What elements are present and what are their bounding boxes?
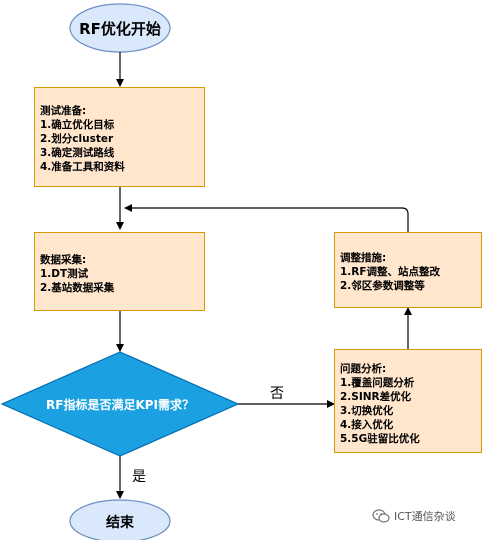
analysis-line: 2.SINR差优化 [340, 391, 412, 403]
watermark-text: ICT通信杂谈 [394, 510, 456, 523]
end-label: 结束 [106, 515, 134, 531]
prep-line: 4.准备工具和资料 [40, 161, 125, 173]
collect-line: 2.基站数据采集 [40, 282, 115, 294]
analysis-line: 1.覆盖问题分析 [340, 377, 415, 389]
arrow-adjust-to-loop [124, 204, 409, 232]
prep-line: 3.确定测试路线 [40, 147, 115, 159]
yes-label: 是 [132, 469, 146, 485]
adjust-line: 2.邻区参数调整等 [340, 280, 425, 292]
adjust-title: 调整措施: [340, 252, 387, 264]
analysis-line: 4.接入优化 [340, 419, 394, 431]
collect-line: 1.DT测试 [40, 268, 89, 280]
adjust-line: 1.RF调整、站点整改 [340, 266, 441, 278]
wechat-icon [372, 509, 390, 523]
collect-box: 数据采集: 1.DT测试 2.基站数据采集 [34, 232, 205, 311]
analysis-line: 5.5G驻留比优化 [340, 433, 420, 445]
collect-title: 数据采集: [40, 254, 87, 266]
analysis-title: 问题分析: [340, 363, 387, 375]
prep-title: 测试准备: [40, 105, 87, 117]
no-label: 否 [270, 386, 284, 402]
analysis-line: 3.切换优化 [340, 405, 394, 417]
analysis-box: 问题分析: 1.覆盖问题分析 2.SINR差优化 3.切换优化 4.接入优化 5… [334, 349, 482, 453]
prep-line: 1.确立优化目标 [40, 119, 115, 131]
start-label: RF优化开始 [79, 20, 161, 38]
end-terminal [69, 499, 171, 540]
prep-box: 测试准备: 1.确立优化目标 2.划分cluster 3.确定测试路线 4.准备… [34, 87, 205, 187]
adjust-box: 调整措施: 1.RF调整、站点整改 2.邻区参数调整等 [334, 232, 482, 308]
decision-label: RF指标是否满足KPI需求？ [46, 398, 194, 412]
watermark: ICT通信杂谈 [372, 508, 456, 524]
prep-line: 2.划分cluster [40, 133, 114, 145]
